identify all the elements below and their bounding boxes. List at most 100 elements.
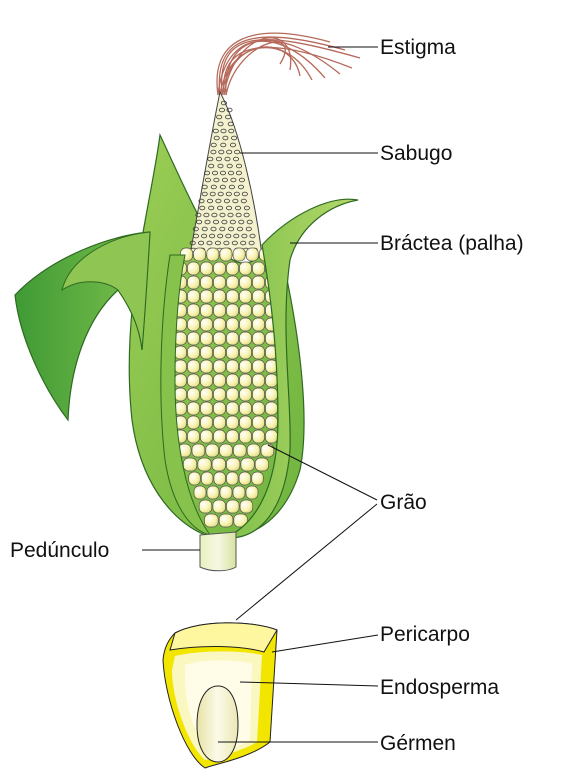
label-germen: Gérmen (380, 733, 456, 754)
kernel (194, 486, 206, 499)
kernel (212, 458, 225, 471)
kernel (214, 388, 226, 401)
kernel (214, 430, 226, 443)
kernel (253, 430, 265, 443)
kernel (201, 402, 213, 415)
kernel (201, 374, 213, 387)
kernel (227, 458, 240, 471)
kernel (233, 486, 245, 499)
kernel (240, 402, 252, 415)
kernel (240, 346, 252, 359)
kernel (214, 318, 226, 331)
kernel (214, 402, 226, 415)
kernel (188, 262, 200, 275)
kernel (246, 248, 258, 261)
kernel (227, 388, 239, 401)
kernel (194, 248, 206, 261)
kernel (227, 402, 239, 415)
kernel (220, 444, 233, 457)
kernel (240, 318, 252, 331)
kernel (220, 248, 232, 261)
kernel (214, 472, 226, 485)
kernel (188, 332, 200, 345)
kernel (201, 416, 213, 429)
kernel (219, 514, 233, 527)
kernel (241, 458, 254, 471)
label-endosperma: Endosperma (380, 677, 499, 698)
kernel (214, 374, 226, 387)
kernel (266, 430, 278, 443)
silk-strand (226, 42, 285, 95)
kernel (201, 472, 213, 485)
kernel (214, 304, 226, 317)
kernel (175, 360, 187, 373)
kernel (240, 416, 252, 429)
kernel (253, 374, 265, 387)
kernel (233, 444, 246, 457)
kernel (253, 262, 265, 275)
kernel (266, 388, 278, 401)
kernel (214, 276, 226, 289)
kernel (201, 360, 213, 373)
kernel (227, 346, 239, 359)
kernel (255, 458, 268, 471)
kernel (189, 472, 201, 485)
kernel (240, 430, 252, 443)
kernel (227, 472, 239, 485)
kernel (227, 290, 239, 303)
kernel (220, 486, 232, 499)
kernel (227, 318, 239, 331)
kernel (252, 472, 264, 485)
kernel (253, 346, 265, 359)
kernel (207, 486, 219, 499)
kernel (253, 332, 265, 345)
kernel (227, 276, 239, 289)
kernel (198, 458, 211, 471)
kernel (239, 472, 251, 485)
silk-strands (217, 33, 360, 95)
kernel (253, 402, 265, 415)
kernel (227, 262, 239, 275)
kernel (183, 458, 196, 471)
kernel (205, 514, 219, 527)
kernel (253, 318, 265, 331)
kernel (266, 374, 278, 387)
kernel (188, 276, 200, 289)
kernel (240, 290, 252, 303)
kernel (192, 444, 205, 457)
kernel (207, 248, 219, 261)
kernel (246, 486, 258, 499)
label-bractea: Bráctea (palha) (380, 233, 524, 254)
kernel (233, 248, 245, 261)
kernel (175, 374, 187, 387)
kernel (227, 416, 239, 429)
kernel (206, 444, 219, 457)
peduncle (200, 532, 236, 571)
kernel (201, 290, 213, 303)
kernel (240, 500, 253, 513)
kernel (240, 304, 252, 317)
kernel (253, 290, 265, 303)
kernel (201, 304, 213, 317)
kernel (227, 430, 239, 443)
kernel (213, 500, 226, 513)
label-estigma: Estigma (380, 37, 456, 58)
kernel (199, 500, 212, 513)
kernel (188, 360, 200, 373)
kernel (240, 262, 252, 275)
kernel (201, 276, 213, 289)
kernel (175, 346, 187, 359)
kernel (188, 416, 200, 429)
kernel (227, 304, 239, 317)
label-pericarpo: Pericarpo (380, 624, 470, 645)
kernel (240, 276, 252, 289)
kernel (201, 332, 213, 345)
label-grao: Grão (380, 492, 427, 513)
kernel (188, 318, 200, 331)
kernel (201, 262, 213, 275)
label-peduncle: Pedúnculo (10, 540, 109, 561)
kernel (227, 374, 239, 387)
kernel (201, 318, 213, 331)
label-sabugo: Sabugo (380, 143, 452, 164)
